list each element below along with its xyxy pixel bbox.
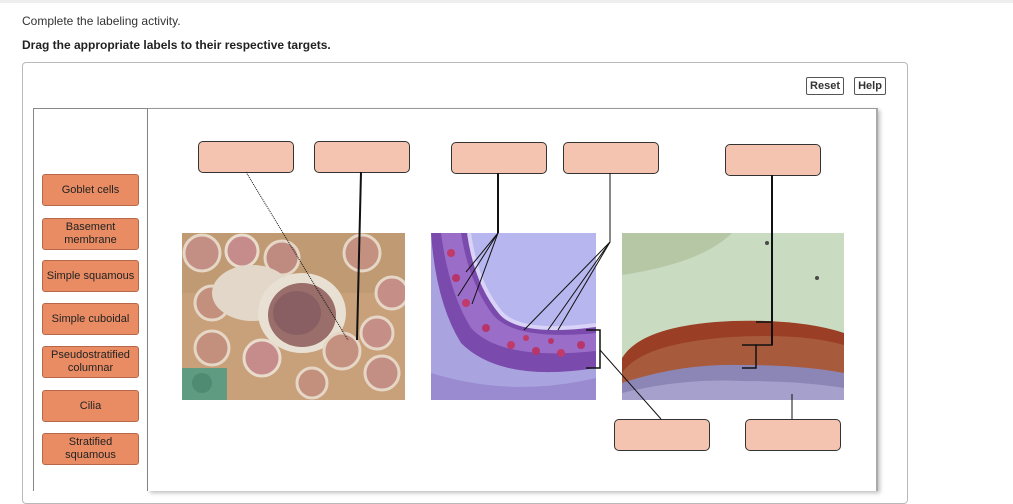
label-stratified-squamous[interactable]: Stratified squamous <box>42 433 139 465</box>
reset-button[interactable]: Reset <box>806 77 844 95</box>
drag-instruction: Drag the appropriate labels to their res… <box>22 38 331 52</box>
target-5[interactable] <box>725 144 821 176</box>
activity-instruction: Complete the labeling activity. <box>22 14 181 28</box>
label-simple-cuboidal[interactable]: Simple cuboidal <box>42 303 139 335</box>
label-cilia[interactable]: Cilia <box>42 390 139 422</box>
label-goblet-cells[interactable]: Goblet cells <box>42 174 139 206</box>
label-basement-membrane[interactable]: Basement membrane <box>42 218 139 250</box>
label-simple-squamous[interactable]: Simple squamous <box>42 260 139 292</box>
target-2[interactable] <box>314 141 410 173</box>
label-pseudostratified-columnar[interactable]: Pseudostratified columnar <box>42 346 139 378</box>
trachea-micrograph <box>431 233 596 400</box>
target-4[interactable] <box>563 142 659 174</box>
target-1[interactable] <box>198 141 294 173</box>
kidney-micrograph <box>182 233 405 400</box>
skin-micrograph <box>622 233 844 400</box>
target-7[interactable] <box>745 419 841 451</box>
label-bank <box>33 108 148 491</box>
help-button[interactable]: Help <box>854 77 886 95</box>
target-3[interactable] <box>451 142 547 174</box>
top-divider <box>0 0 1013 3</box>
target-6[interactable] <box>614 419 710 451</box>
